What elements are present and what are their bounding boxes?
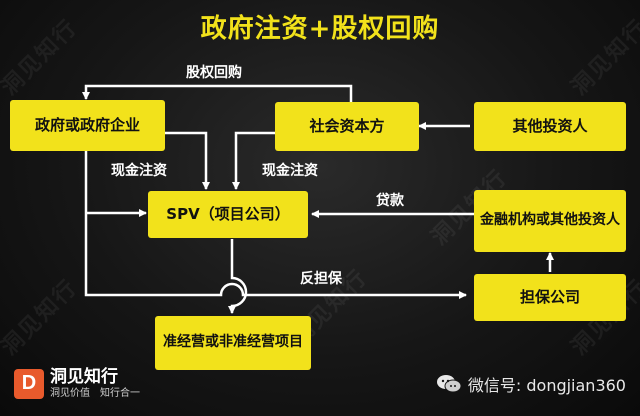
edge-social-spv (232, 131, 275, 190)
brand-mark-icon: D (14, 368, 44, 399)
wechat-icon (436, 375, 462, 393)
edge-counter-guarantee (218, 282, 467, 299)
node-social-capital: 社会资本方 (275, 102, 419, 151)
label-cash-social: 现金注资 (262, 163, 318, 179)
edge-gov-spv (165, 131, 210, 190)
label-counter-guarantee: 反担保 (300, 271, 342, 287)
node-other-investor: 其他投资人 (474, 102, 626, 151)
label-loan: 贷款 (376, 193, 404, 209)
node-project: 准经营或非准经营项目 (155, 316, 311, 370)
label-buyback: 股权回购 (186, 65, 242, 81)
node-government: 政府或政府企业 (10, 100, 165, 151)
wechat-label: 微信号: dongjian360 (467, 376, 626, 395)
edge-spv-project (228, 239, 248, 314)
node-spv: SPV（项目公司） (148, 191, 308, 238)
brand-slogan: 洞见价值 知行合一 (50, 387, 140, 399)
node-finance-institution: 金融机构或其他投资人 (474, 190, 626, 252)
label-cash-gov: 现金注资 (111, 163, 167, 179)
edge-gov-trunk (84, 151, 218, 297)
brand-logo: D 洞见知行 洞见价值 知行合一 (14, 368, 140, 400)
brand-name: 洞见知行 (50, 367, 118, 387)
diagram-title: 政府注资+股权回购 (200, 14, 440, 44)
node-guarantee-company: 担保公司 (474, 274, 626, 321)
edge-buyback (82, 84, 353, 102)
wechat-id: 微信号: dongjian360 (436, 372, 626, 396)
